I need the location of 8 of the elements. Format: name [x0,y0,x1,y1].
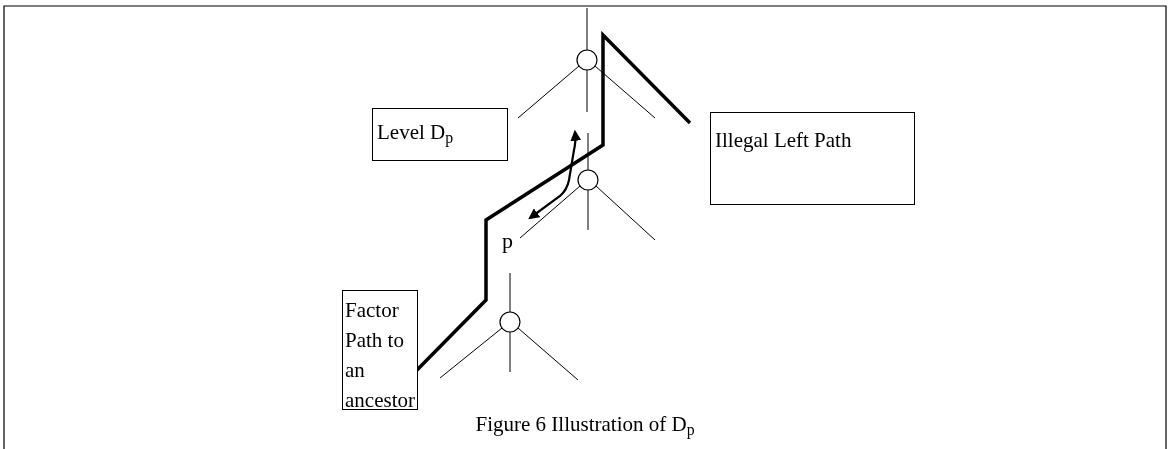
box-label: Level D$_{p}$ [377,119,455,147]
figure-caption: Figure 6 Illustration of D$_{p}$ [474,411,696,438]
node-label: p [502,228,513,254]
box-label: Factor Path to an ancestor [345,297,415,414]
text-box [710,112,915,205]
text-box [372,108,508,161]
box-label: Illegal Left Path [715,127,853,154]
text-box [342,290,418,410]
